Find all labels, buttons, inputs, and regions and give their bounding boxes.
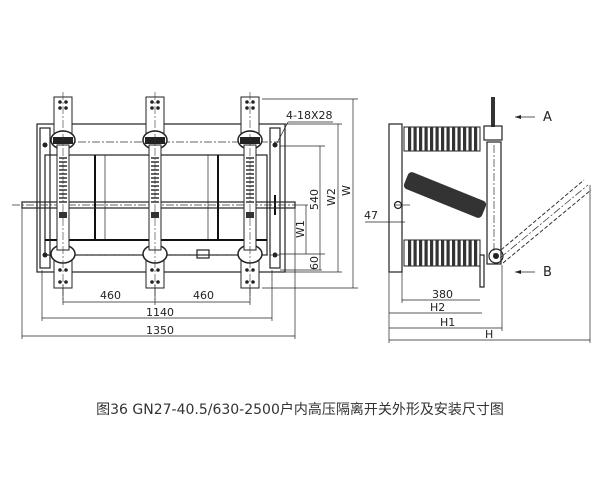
open-blade — [499, 179, 592, 264]
dim-h2: H2 — [430, 301, 445, 314]
side-dimensions: 380 H2 H1 H — [388, 185, 591, 343]
hole-spec-label: 4-18X28 — [286, 109, 333, 122]
mounting-plate — [388, 123, 403, 273]
figure-caption: 图36 GN27-40.5/630-2500户内高压隔离开关外形及安装尺寸图 — [96, 402, 504, 418]
dim-w1: W1 — [294, 220, 307, 238]
dim-w: W — [340, 185, 353, 196]
dim-overall-width: 1350 — [146, 324, 174, 337]
dim-w2: W2 — [325, 188, 338, 206]
upper-insulator — [403, 126, 481, 152]
dim-insulator-length: 380 — [432, 288, 453, 301]
pole-1 — [50, 92, 76, 300]
dim-offset: 47 — [364, 209, 378, 222]
left-rail — [39, 127, 51, 269]
pole-3 — [237, 92, 263, 300]
lower-insulator — [403, 239, 481, 267]
dim-hole-spacing: 540 — [308, 189, 321, 210]
arrow-b-label: B — [543, 265, 552, 280]
dim-pitch-left: 460 — [100, 289, 121, 302]
front-dimensions: 460 460 1140 1350 W W2 540 W1 60 4-18X28 — [21, 98, 358, 339]
dim-mount-spacing: 1140 — [146, 306, 174, 319]
dim-pitch-right: 460 — [193, 289, 214, 302]
pole-2 — [142, 92, 168, 300]
technical-drawing: 460 460 1140 1350 W W2 540 W1 60 4-18X28 — [12, 92, 592, 343]
dim-h1: H1 — [440, 316, 455, 329]
switch-blade — [486, 141, 502, 265]
operating-insulator — [403, 172, 487, 218]
arrow-a-label: A — [543, 110, 552, 125]
side-view: 47 A B — [364, 97, 592, 288]
front-view — [12, 92, 300, 300]
dim-bottom-offset: 60 — [308, 256, 321, 270]
dim-h: H — [485, 328, 493, 341]
right-rail — [269, 127, 281, 269]
